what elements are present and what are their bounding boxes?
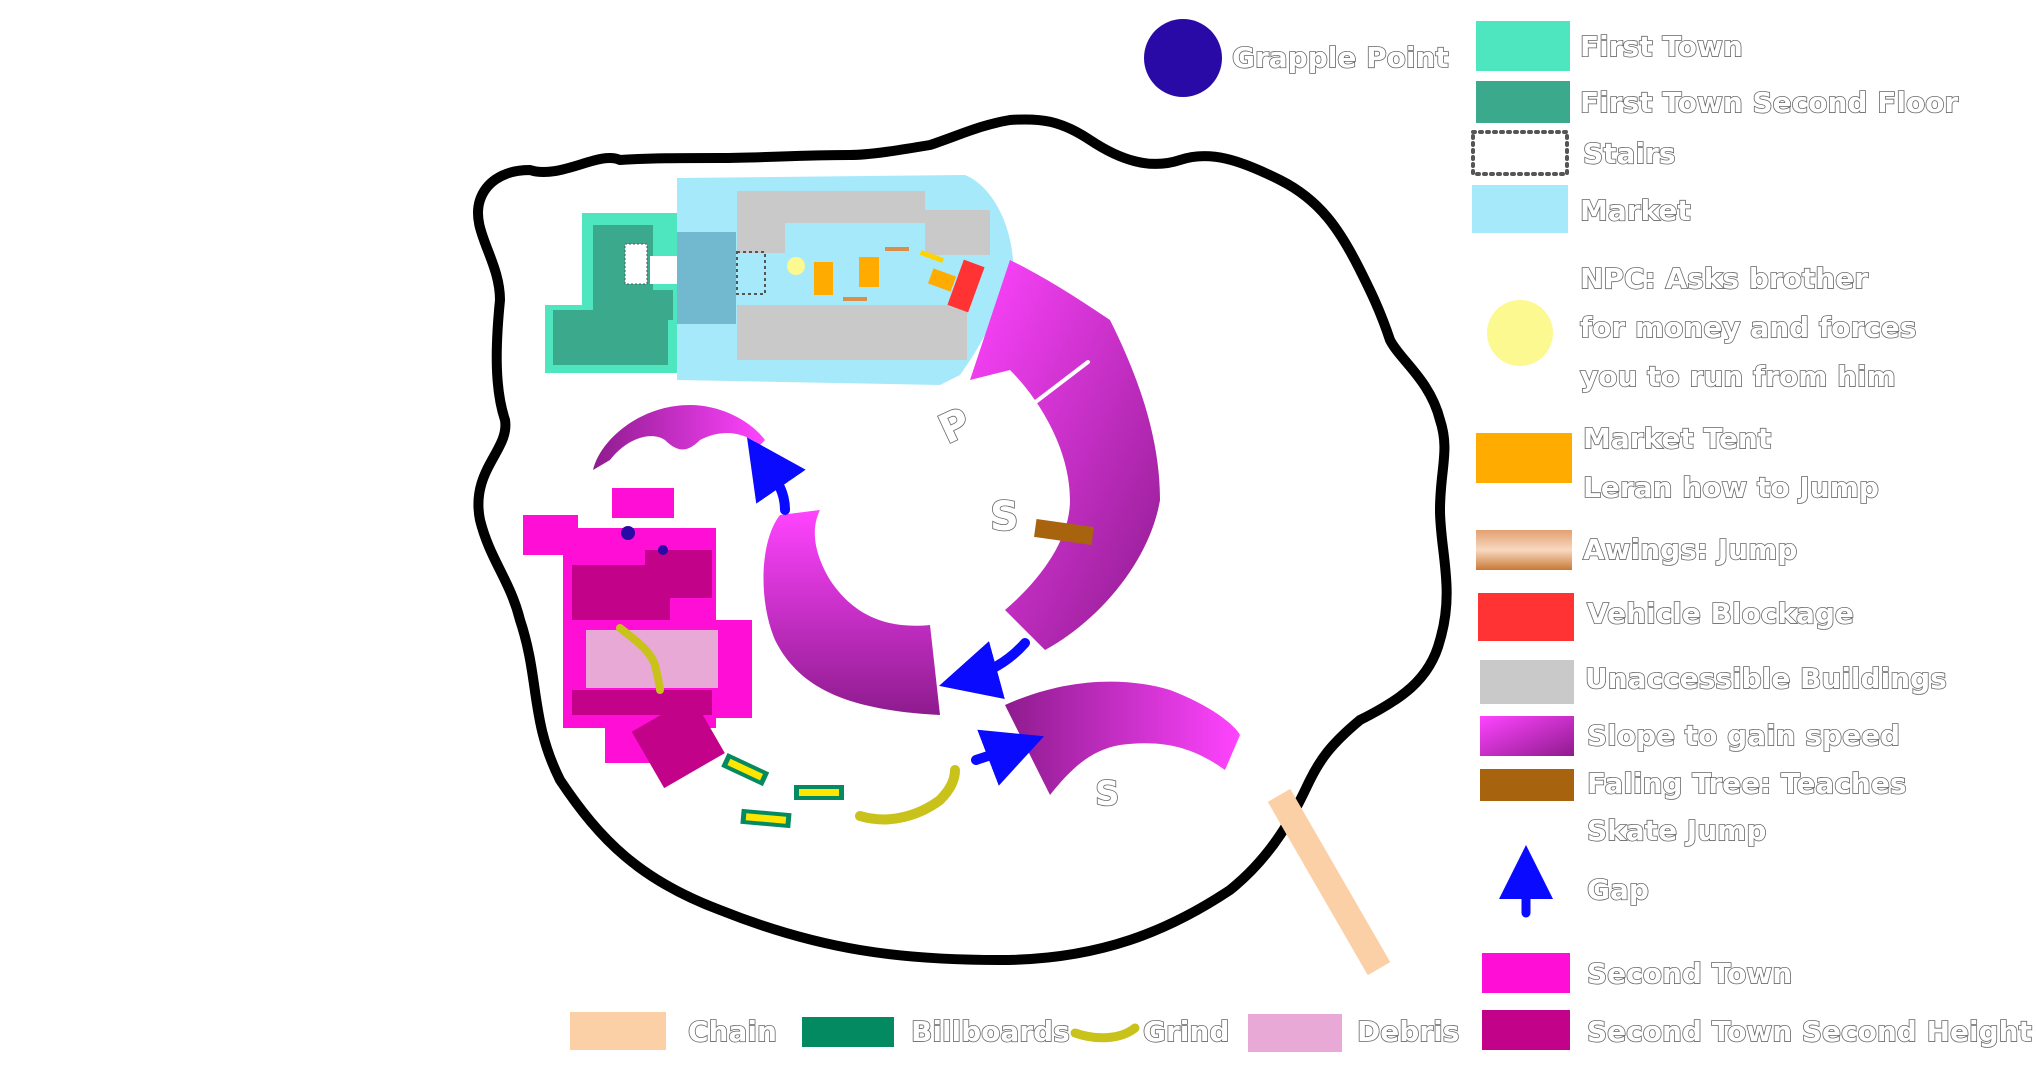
legend-swatch-unaccessible-buildings	[1480, 660, 1574, 704]
grapple-point	[621, 526, 635, 540]
legend-label-gap: Gap	[1587, 873, 1649, 906]
unaccessible-building	[737, 305, 967, 360]
awning	[919, 250, 944, 263]
legend-swatch-awnings	[1476, 530, 1572, 570]
map-letter-s: S	[1095, 774, 1120, 814]
legend-swatch-first-town-second-floor	[1476, 81, 1570, 123]
gap-arrow	[971, 729, 1045, 786]
legend-label-first-town: First Town	[1580, 30, 1743, 63]
npc-marker	[787, 257, 805, 275]
legend-label-market: Market	[1580, 194, 1691, 227]
chain	[1267, 788, 1391, 976]
first-town-stairs	[650, 256, 678, 284]
unaccessible-building	[737, 191, 925, 223]
gap-arrow	[939, 638, 1030, 700]
legend-swatch-first-town	[1476, 21, 1570, 71]
legend-swatch-vehicle-blockage	[1478, 593, 1574, 641]
legend-label-second-town-second-height: Second Town Second Height	[1587, 1015, 2032, 1048]
grapple-point	[658, 545, 668, 555]
billboard	[740, 808, 792, 829]
legend-label-stairs: Stairs	[1583, 137, 1676, 170]
legend-label-grapple-point: Grapple Point	[1232, 41, 1449, 74]
gap-arrow	[747, 437, 806, 515]
second-town	[716, 620, 752, 718]
legend-label-grind: Grind	[1143, 1015, 1229, 1048]
slope-lower-right	[1005, 681, 1240, 795]
legend-label-market-tent-line-2: Leran how to Jump	[1583, 471, 1879, 504]
legend-swatch-second-town	[1482, 953, 1570, 993]
legend-swatch-slope	[1480, 716, 1574, 756]
second-town-second-height	[572, 565, 670, 620]
legend-label-market-tent-line-1: Market Tent	[1583, 422, 1771, 455]
first-town-stairs	[624, 243, 648, 285]
grapple-point-icon	[1144, 19, 1222, 97]
legend-swatch-market-tent	[1476, 433, 1572, 483]
legend-swatch-falling-tree	[1480, 769, 1574, 801]
legend-label-awnings: Awings: Jump	[1583, 533, 1797, 566]
legend-label-npc-line-2: for money and forces	[1580, 311, 1916, 344]
market-tent	[814, 262, 833, 295]
map-letter-p: P	[932, 399, 978, 453]
legend-swatch-second-town-second-height	[1482, 1010, 1570, 1050]
falling-tree	[1034, 519, 1094, 545]
slope-top-left	[593, 405, 765, 470]
slope-edge-highlight	[1010, 360, 1090, 422]
legend-swatch-debris	[1248, 1014, 1342, 1052]
unaccessible-building	[737, 223, 785, 253]
legend-label-falling-tree-line-2: Skate Jump	[1587, 814, 1766, 847]
legend-label-falling-tree-line-1: Faling Tree: Teaches	[1587, 767, 1907, 800]
market-tent	[859, 257, 879, 287]
legend-label-chain: Chain	[688, 1015, 777, 1048]
legend-label-billboards: Billboards	[911, 1015, 1070, 1048]
second-town-second-height	[631, 696, 725, 789]
second-town	[612, 488, 674, 518]
legend-swatch-grind	[1070, 1023, 1140, 1043]
legend-label-npc-line-3: you to run from him	[1580, 360, 1896, 393]
market-stairs	[736, 251, 766, 295]
legend: Grapple Point First Town First Town Seco…	[570, 19, 2033, 1052]
legend-swatch-billboards	[802, 1017, 894, 1047]
billboard	[721, 753, 770, 787]
island-boundary	[473, 114, 1452, 965]
unaccessible-building	[925, 210, 990, 255]
awning	[885, 247, 909, 251]
npc-icon	[1487, 300, 1553, 366]
awning	[843, 297, 867, 301]
grind-rail	[616, 624, 664, 694]
legend-label-unaccessible-buildings: Unaccessible Buildings	[1585, 662, 1947, 695]
legend-label-slope: Slope to gain speed	[1587, 719, 1900, 752]
legend-swatch-market	[1472, 185, 1568, 233]
map-letter-s: S	[990, 494, 1019, 540]
legend-label-first-town-second-floor: First Town Second Floor	[1580, 86, 1958, 119]
legend-label-vehicle-blockage: Vehicle Blockage	[1587, 597, 1854, 630]
first-town-second-floor	[653, 290, 673, 320]
grind-rail	[855, 765, 960, 825]
legend-swatch-stairs	[1471, 130, 1569, 176]
legend-label-second-town: Second Town	[1587, 957, 1792, 990]
vehicle-blockage	[947, 259, 985, 313]
market-tent	[927, 268, 957, 292]
slope-curve-main	[970, 260, 1160, 650]
legend-label-npc-line-1: NPC: Asks brother	[1580, 262, 1868, 295]
billboard	[794, 785, 844, 800]
market-entrance	[677, 232, 736, 324]
legend-label-debris: Debris	[1357, 1015, 1459, 1048]
slope-middle-loop	[763, 510, 940, 715]
legend-swatch-chain	[570, 1012, 666, 1050]
